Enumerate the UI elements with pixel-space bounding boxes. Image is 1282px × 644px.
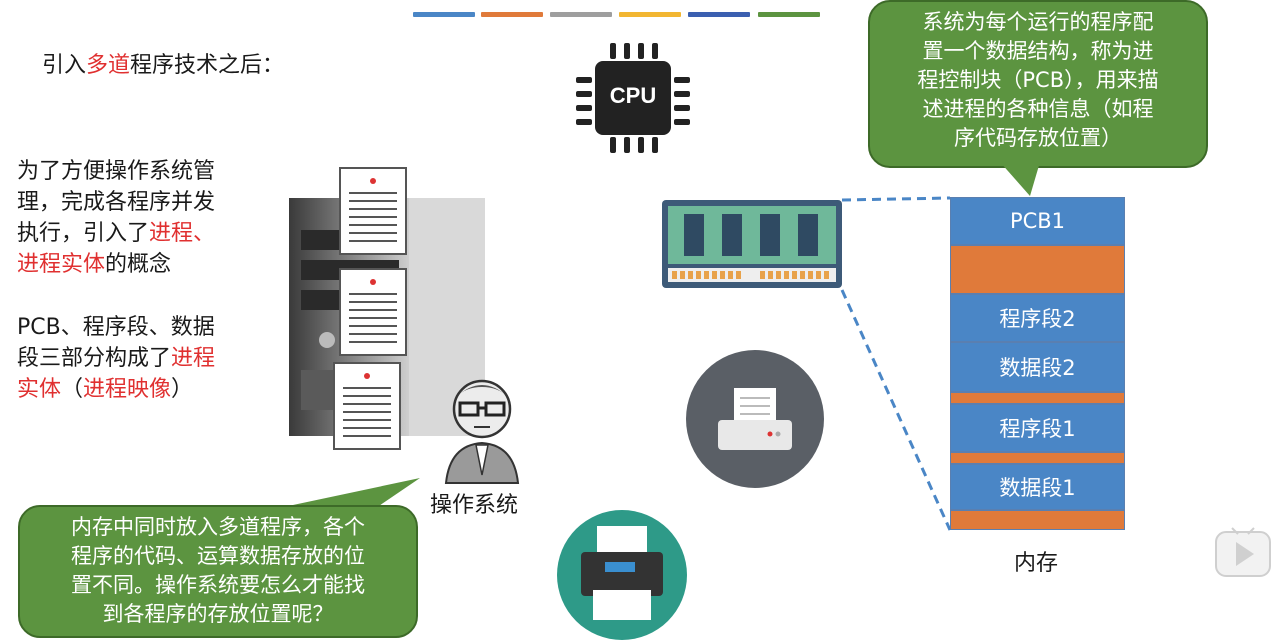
bubble-tail (260, 478, 420, 512)
ram-module-icon (660, 198, 844, 292)
para1-line: 为了方便操作系统管 (17, 159, 216, 184)
cpu-icon: CPU (573, 37, 693, 159)
document-icon (333, 362, 401, 450)
bubble-line: 置一个数据结构，称为进 (922, 39, 1154, 63)
cpu-label: CPU (609, 83, 657, 108)
color-bar-segment (688, 12, 750, 17)
color-bar-segment (413, 12, 475, 17)
color-bar-segment (550, 12, 612, 17)
process-entity-paragraph: PCB、程序段、数据 段三部分构成了进程 实体（进程映像） (17, 312, 215, 405)
document-icon (339, 167, 407, 255)
memory-question-bubble: 内存中同时放入多道程序，各个 程序的代码、运算数据存放的位 置不同。操作系统要怎… (18, 505, 418, 638)
intro-post: 程序技术之后： (130, 53, 285, 78)
memory-label: 内存 (1014, 551, 1059, 576)
intro-pre: 引入 (42, 53, 87, 78)
bubble-line: 程序的代码、运算数据存放的位 (71, 544, 365, 568)
color-bar-segment (481, 12, 543, 17)
bubble-line: 置不同。操作系统要怎么才能找 (71, 573, 365, 597)
para2-line: 段三部分构成了进程 (17, 346, 216, 371)
para1-line: 理，完成各程序并发 (17, 190, 216, 215)
os-person-icon (440, 375, 524, 485)
play-button[interactable] (1214, 526, 1272, 578)
play-icon (1215, 527, 1271, 577)
memory-block-code2: 程序段2 (950, 294, 1125, 342)
bubble-line: 程控制块（PCB），用来描 (917, 68, 1159, 92)
document-icon (339, 268, 407, 356)
bubble-tail (1000, 162, 1040, 196)
bubble-line: 序代码存放位置） (954, 126, 1122, 150)
bubble-line: 系统为每个运行的程序配 (922, 10, 1154, 34)
memory-block-empty (950, 392, 1125, 404)
intro-highlight: 多道 (86, 53, 131, 78)
color-bar-segment (619, 12, 681, 17)
para1-line: 进程实体的概念 (17, 252, 172, 277)
pcb-explanation-bubble: 系统为每个运行的程序配 置一个数据结构，称为进 程控制块（PCB），用来描 述进… (868, 0, 1208, 168)
bubble-line: 内存中同时放入多道程序，各个 (71, 515, 365, 539)
memory-block-empty (950, 452, 1125, 464)
para1-line: 执行，引入了进程、 (17, 221, 216, 246)
memory-block-data2: 数据段2 (950, 342, 1125, 392)
process-concept-paragraph: 为了方便操作系统管 理，完成各程序并发 执行，引入了进程、 进程实体的概念 (17, 156, 215, 280)
memory-block-code1: 程序段1 (950, 404, 1125, 452)
intro-text: 引入多道程序技术之后： (42, 50, 284, 81)
memory-block-empty (950, 510, 1125, 530)
memory-block-empty (950, 245, 1125, 294)
printer-icon (686, 350, 824, 488)
bubble-line: 到各程序的存放位置呢？ (102, 602, 334, 626)
memory-block-data1: 数据段1 (950, 464, 1125, 510)
os-label: 操作系统 (430, 493, 519, 518)
printer-icon (557, 510, 687, 640)
bubble-line: 述进程的各种信息（如程 (922, 97, 1154, 121)
para2-line: 实体（进程映像） (17, 377, 194, 402)
memory-block-pcb1: PCB1 (950, 197, 1125, 245)
para2-line: PCB、程序段、数据 (17, 315, 215, 340)
color-bar-segment (758, 12, 820, 17)
